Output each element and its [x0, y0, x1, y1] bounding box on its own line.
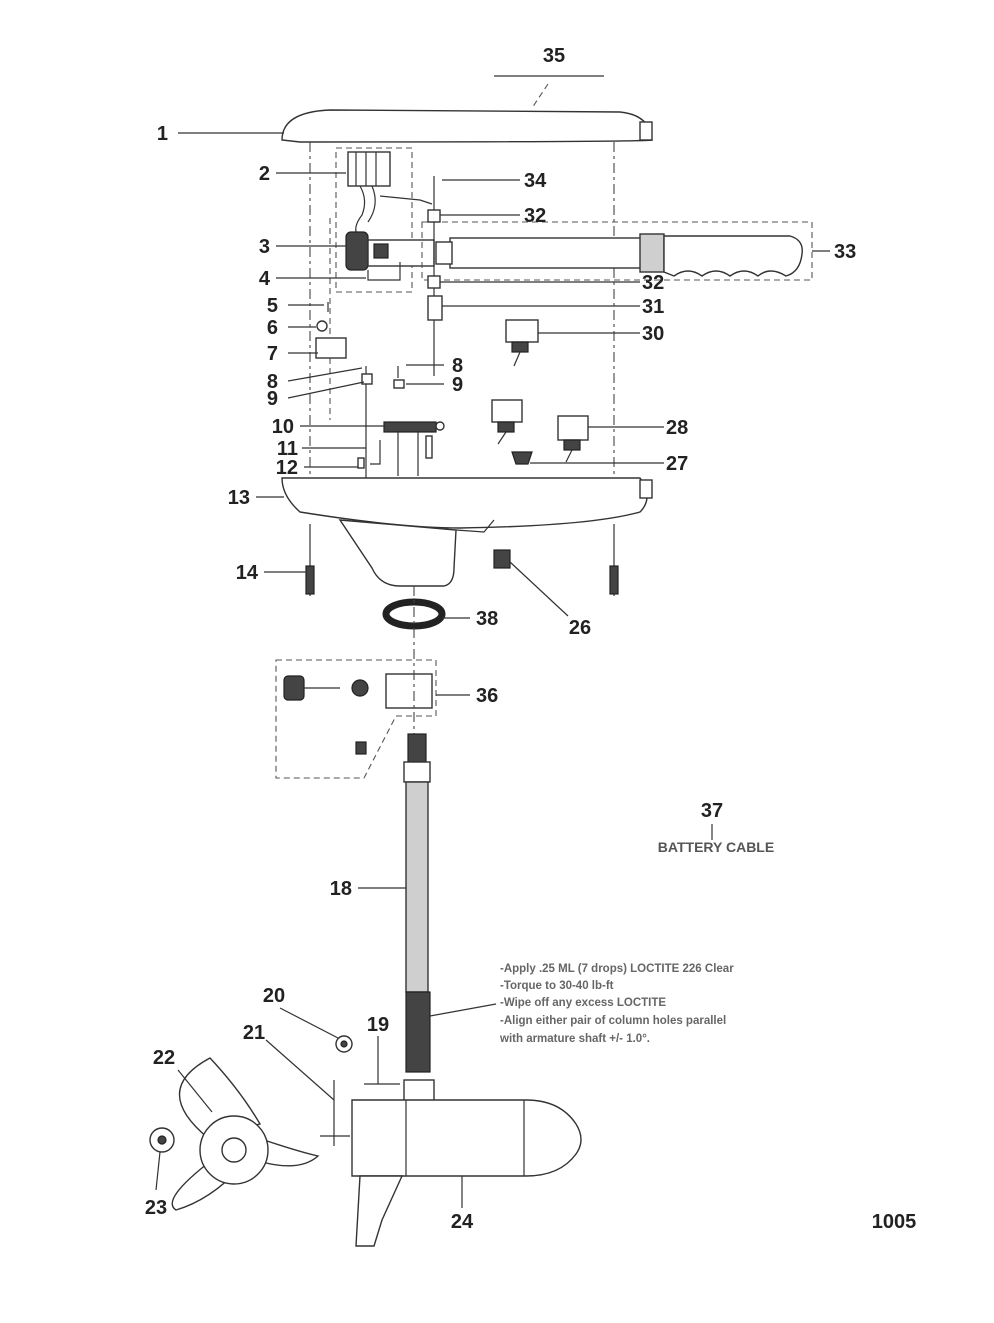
callout-2: 2: [259, 163, 270, 185]
callout-28: 28: [666, 417, 688, 439]
tiller-handle: [421, 221, 813, 281]
column-shaft: [403, 733, 431, 1073]
small-hardware: [315, 302, 445, 478]
callout-31-label: 31: [642, 296, 664, 318]
callout-27: 27: [666, 453, 688, 475]
leader-lines: [155, 75, 830, 1208]
switches: [491, 319, 589, 465]
callout-18: 18: [330, 878, 352, 900]
callout-30: 30: [642, 323, 664, 345]
figure-number: 1005: [872, 1211, 917, 1233]
callout-19: 19: [367, 1014, 389, 1036]
callout-9-right: 9: [452, 374, 463, 396]
instruction-line-2: -Torque to 30-40 lb-ft: [500, 980, 614, 992]
tiller-shaft-parts: [427, 176, 443, 376]
trolling-motor: [320, 1079, 582, 1247]
callout-33: 33: [834, 241, 856, 263]
callout-5: 5: [267, 295, 278, 317]
callout-1: 1: [157, 123, 168, 145]
callout-23: 23: [145, 1197, 167, 1219]
callout-37-label: 37: [701, 800, 723, 822]
callout-numbers: 35 1 2 3 4 5 6 7 8 9 8 9 10 11 12 13 14 …: [145, 45, 856, 1233]
callout-12: 12: [276, 457, 298, 479]
callout-6: 6: [267, 317, 278, 339]
instruction-line-5: with armature shaft +/- 1.0°.: [499, 1033, 650, 1045]
callout-32-bottom: 32: [642, 272, 664, 294]
depth-collar-assembly: [275, 659, 437, 779]
callout-14: 14: [236, 562, 259, 584]
battery-cable-label: BATTERY CABLE: [658, 839, 774, 855]
callout-13: 13: [228, 487, 250, 509]
callout-34: 34: [524, 170, 547, 192]
instruction-line-4: -Align either pair of column holes paral…: [500, 1015, 726, 1027]
callout-24: 24: [451, 1211, 474, 1233]
instruction-line-3: -Wipe off any excess LOCTITE: [500, 997, 666, 1009]
instruction-line-1: -Apply .25 ML (7 drops) LOCTITE 226 Clea…: [500, 963, 734, 975]
callout-4: 4: [259, 268, 271, 290]
callout-36-label: 36: [476, 685, 498, 707]
callout-26: 26: [569, 617, 591, 639]
propeller-assembly: [149, 1035, 353, 1211]
callout-32-top: 32: [524, 205, 546, 227]
base-housing: [281, 477, 653, 587]
callout-21: 21: [243, 1022, 265, 1044]
callout-9-left: 9: [267, 388, 278, 410]
callout-11: 11: [277, 438, 298, 460]
callout-7: 7: [267, 343, 278, 365]
callout-20: 20: [263, 985, 285, 1007]
top-cover: [281, 109, 653, 143]
callout-8-left: 8: [267, 371, 278, 393]
callout-35: 35: [543, 45, 565, 67]
assembly-instructions: -Apply .25 ML (7 drops) LOCTITE 226 Clea…: [499, 963, 734, 1045]
callout-22: 22: [153, 1047, 175, 1069]
speed-control-assembly: [329, 218, 435, 420]
callout-8-right: 8: [452, 355, 463, 377]
callout-3: 3: [259, 236, 270, 258]
terminal-board: [335, 147, 433, 293]
callout-38: 38: [476, 608, 498, 630]
callout-10: 10: [272, 416, 294, 438]
